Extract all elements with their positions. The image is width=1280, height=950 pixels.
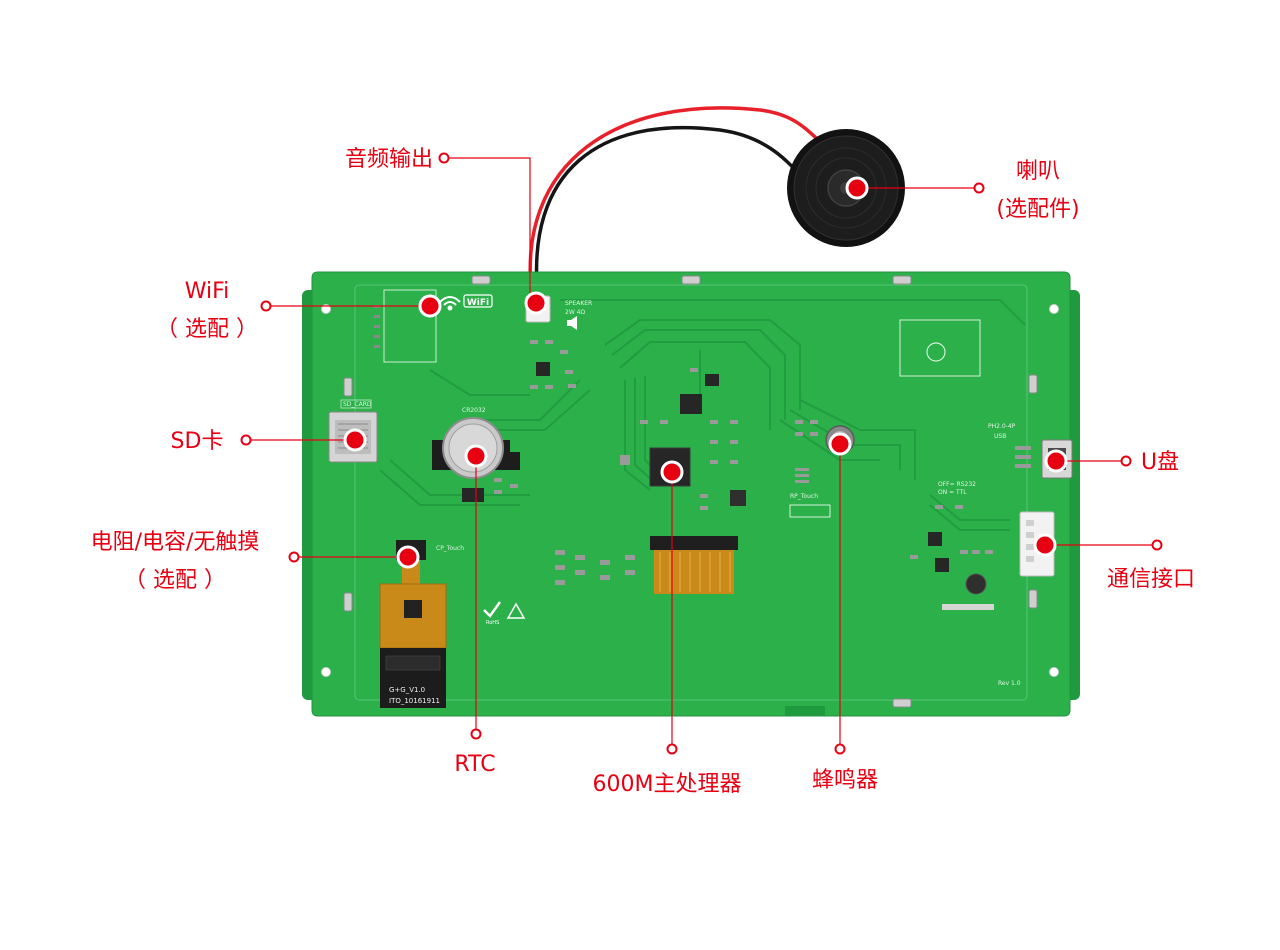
callout-labels: 音频输出 喇叭 (选配件) WiFi （ 选配 ） SD卡 电阻/电容/无触摸 …	[91, 147, 1195, 797]
label-speaker-note: (选配件)	[996, 197, 1079, 222]
label-sd-card: SD卡	[171, 429, 224, 454]
label-buzzer: 蜂鸣器	[812, 768, 878, 793]
rp-touch-area: RP_Touch	[789, 468, 831, 518]
board-clips	[343, 275, 1038, 708]
label-usb-disk: U盘	[1141, 450, 1179, 475]
battery-silkscreen: CR2032	[462, 407, 486, 414]
speaker-silkscreen: SPEAKER	[565, 300, 592, 307]
label-audio-out: 音频输出	[345, 147, 433, 172]
rohs-silkscreen: RoHS	[486, 620, 499, 626]
usb-silkscreen: USB	[994, 433, 1006, 440]
wifi-silkscreen: WiFi	[467, 298, 489, 308]
label-cpu: 600M主处理器	[593, 772, 742, 797]
label-touch-note: （ 选配 ）	[124, 568, 226, 593]
label-rtc: RTC	[454, 752, 495, 777]
speaker-spec-silkscreen: 2W 4Ω	[565, 309, 585, 316]
ttl-silkscreen: ON = TTL	[938, 489, 967, 496]
usb-conn-silkscreen: PH2.0-4P	[988, 423, 1016, 430]
wifi-module-area: WiFi	[374, 289, 493, 363]
logo-box	[899, 319, 981, 377]
speaker-cable	[528, 106, 832, 299]
speaker-icon	[567, 316, 577, 330]
wifi-icon	[439, 296, 461, 311]
cp-touch-silkscreen: CP_Touch	[436, 545, 464, 552]
label-wifi: WiFi	[185, 279, 230, 304]
pcb-board	[302, 271, 1080, 717]
sd-silkscreen: SD_CARD	[343, 401, 372, 408]
fpc-silkscreen-2: G+G_V1.0	[389, 686, 425, 694]
audio-amp-area	[530, 340, 576, 389]
compliance-marks: RoHS	[483, 601, 526, 626]
label-touch: 电阻/电容/无触摸	[91, 530, 260, 555]
rev-silkscreen: Rev 1.0	[998, 680, 1021, 687]
callout-end-markers	[240, 152, 1163, 755]
rp-touch-silkscreen: RP_Touch	[790, 493, 818, 500]
esd-warning-icon	[506, 602, 526, 619]
label-speaker: 喇叭	[1016, 159, 1060, 184]
label-wifi-note: （ 选配 ）	[156, 317, 258, 342]
rohs-check-icon	[483, 601, 502, 618]
callout-target-markers	[343, 176, 1068, 569]
label-comm-port: 通信接口	[1107, 567, 1195, 592]
fpc-silkscreen-1: ITO_10161911	[389, 697, 440, 705]
rs232-silkscreen: OFF= RS232	[938, 481, 976, 488]
